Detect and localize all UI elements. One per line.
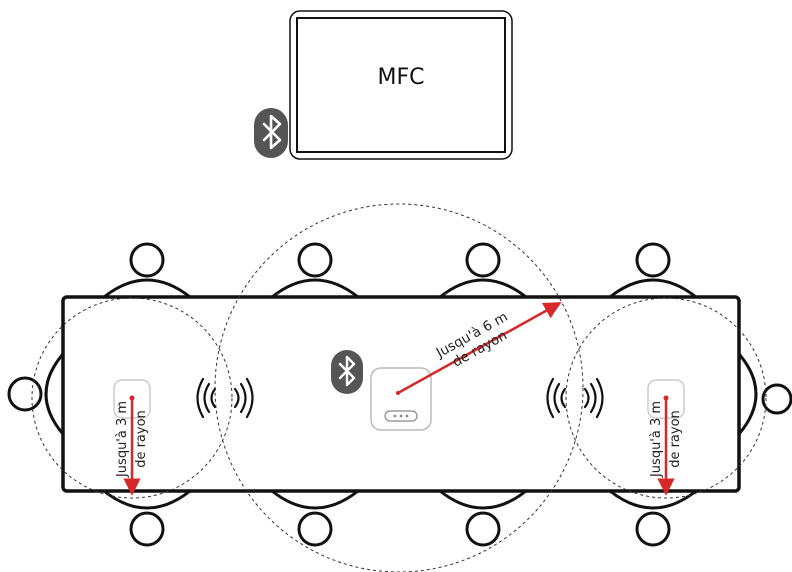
- bluetooth-icon: [254, 108, 288, 158]
- chair-bottom-4: [609, 489, 697, 547]
- range-arrow-center: [397, 301, 562, 395]
- bluetooth-icon: [331, 350, 363, 394]
- wireless-signal-icon: [546, 377, 604, 419]
- chair-top-1: [103, 242, 191, 299]
- range-circle-right: [565, 297, 767, 499]
- display-screen: MFC: [289, 10, 513, 160]
- range-label-left: Jusqu'à 3 m de rayon: [115, 401, 149, 478]
- chair-right-end: [737, 353, 792, 435]
- wireless-signal-icon: [196, 377, 254, 419]
- screen-label: MFC: [378, 65, 425, 90]
- chair-left-end: [7, 353, 65, 435]
- svg-text:Jusqu'à 3 m: Jusqu'à 3 m: [649, 401, 664, 478]
- chair-top-2: [271, 242, 359, 299]
- chair-bottom-2: [271, 489, 359, 547]
- speakerphone-base-unit: [370, 367, 432, 431]
- svg-text:de rayon: de rayon: [668, 410, 683, 468]
- chair-bottom-3: [439, 489, 527, 547]
- chair-top-3: [439, 242, 527, 299]
- range-circle-left: [31, 297, 233, 499]
- chair-bottom-1: [103, 489, 191, 547]
- svg-text:Jusqu'à 3 m: Jusqu'à 3 m: [115, 401, 130, 478]
- svg-text:de rayon: de rayon: [134, 410, 149, 468]
- range-label-right: Jusqu'à 3 m de rayon: [649, 401, 683, 478]
- chair-top-4: [609, 242, 697, 299]
